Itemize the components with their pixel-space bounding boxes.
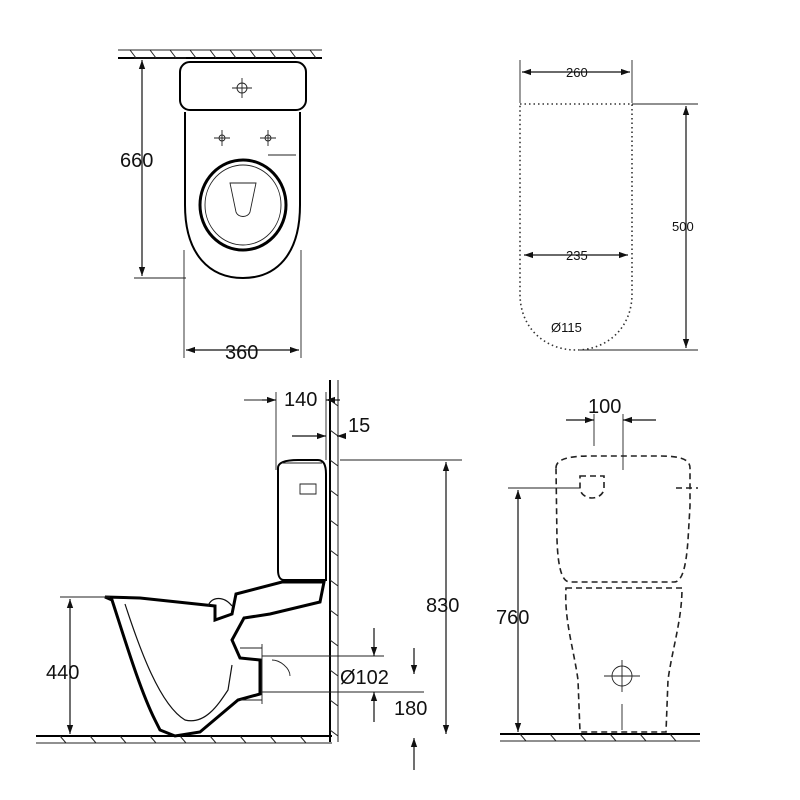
flush-button-front bbox=[579, 475, 605, 499]
wall-hatch-side bbox=[329, 380, 339, 742]
side-view: 140 15 440 830 Ø102 180 bbox=[36, 380, 462, 770]
seat-height-label: 500 bbox=[672, 219, 694, 234]
seat-top-width-label: 260 bbox=[566, 65, 588, 80]
wall-hatch-top bbox=[118, 49, 322, 59]
outlet-height-label: 180 bbox=[394, 698, 427, 720]
floor-hatch-side bbox=[36, 735, 332, 744]
seat-inner-width-label: 235 bbox=[566, 248, 588, 263]
outlet-pipe-side bbox=[240, 644, 326, 704]
seat-diameter-label: Ø115 bbox=[551, 320, 582, 335]
inlet-offset-label: 100 bbox=[588, 396, 621, 418]
seat-opening-view: 260 500 235 Ø115 bbox=[519, 60, 698, 351]
fixing-hole-right-icon bbox=[260, 130, 276, 146]
cistern-front bbox=[555, 455, 691, 583]
top-depth-label: 660 bbox=[120, 150, 153, 172]
front-view: 100 760 bbox=[496, 396, 700, 742]
outlet-hole-front-icon bbox=[604, 660, 640, 692]
top-view: 660 360 bbox=[118, 49, 322, 364]
outlet-diameter-label: Ø102 bbox=[340, 667, 389, 689]
rim-height-label: 440 bbox=[46, 662, 79, 684]
top-width-label: 360 bbox=[225, 342, 258, 364]
drain-top bbox=[229, 182, 257, 217]
tank-depth-label: 140 bbox=[284, 389, 317, 411]
floor-hatch-front bbox=[500, 733, 700, 742]
flush-button-icon bbox=[232, 78, 252, 98]
cistern-top bbox=[179, 61, 307, 111]
front-height-label: 760 bbox=[496, 607, 529, 629]
seat-opening-outline bbox=[519, 103, 633, 351]
wall-gap-label: 15 bbox=[348, 415, 370, 437]
overall-height-label: 830 bbox=[426, 595, 459, 617]
flush-button-side bbox=[299, 483, 317, 495]
bowl-outline-top bbox=[184, 112, 301, 280]
seat-opening-top bbox=[198, 158, 288, 252]
cistern-side bbox=[277, 459, 327, 581]
bowl-side-outline bbox=[104, 580, 326, 738]
bowl-front bbox=[564, 587, 683, 733]
fixing-hole-left-icon bbox=[214, 130, 230, 146]
